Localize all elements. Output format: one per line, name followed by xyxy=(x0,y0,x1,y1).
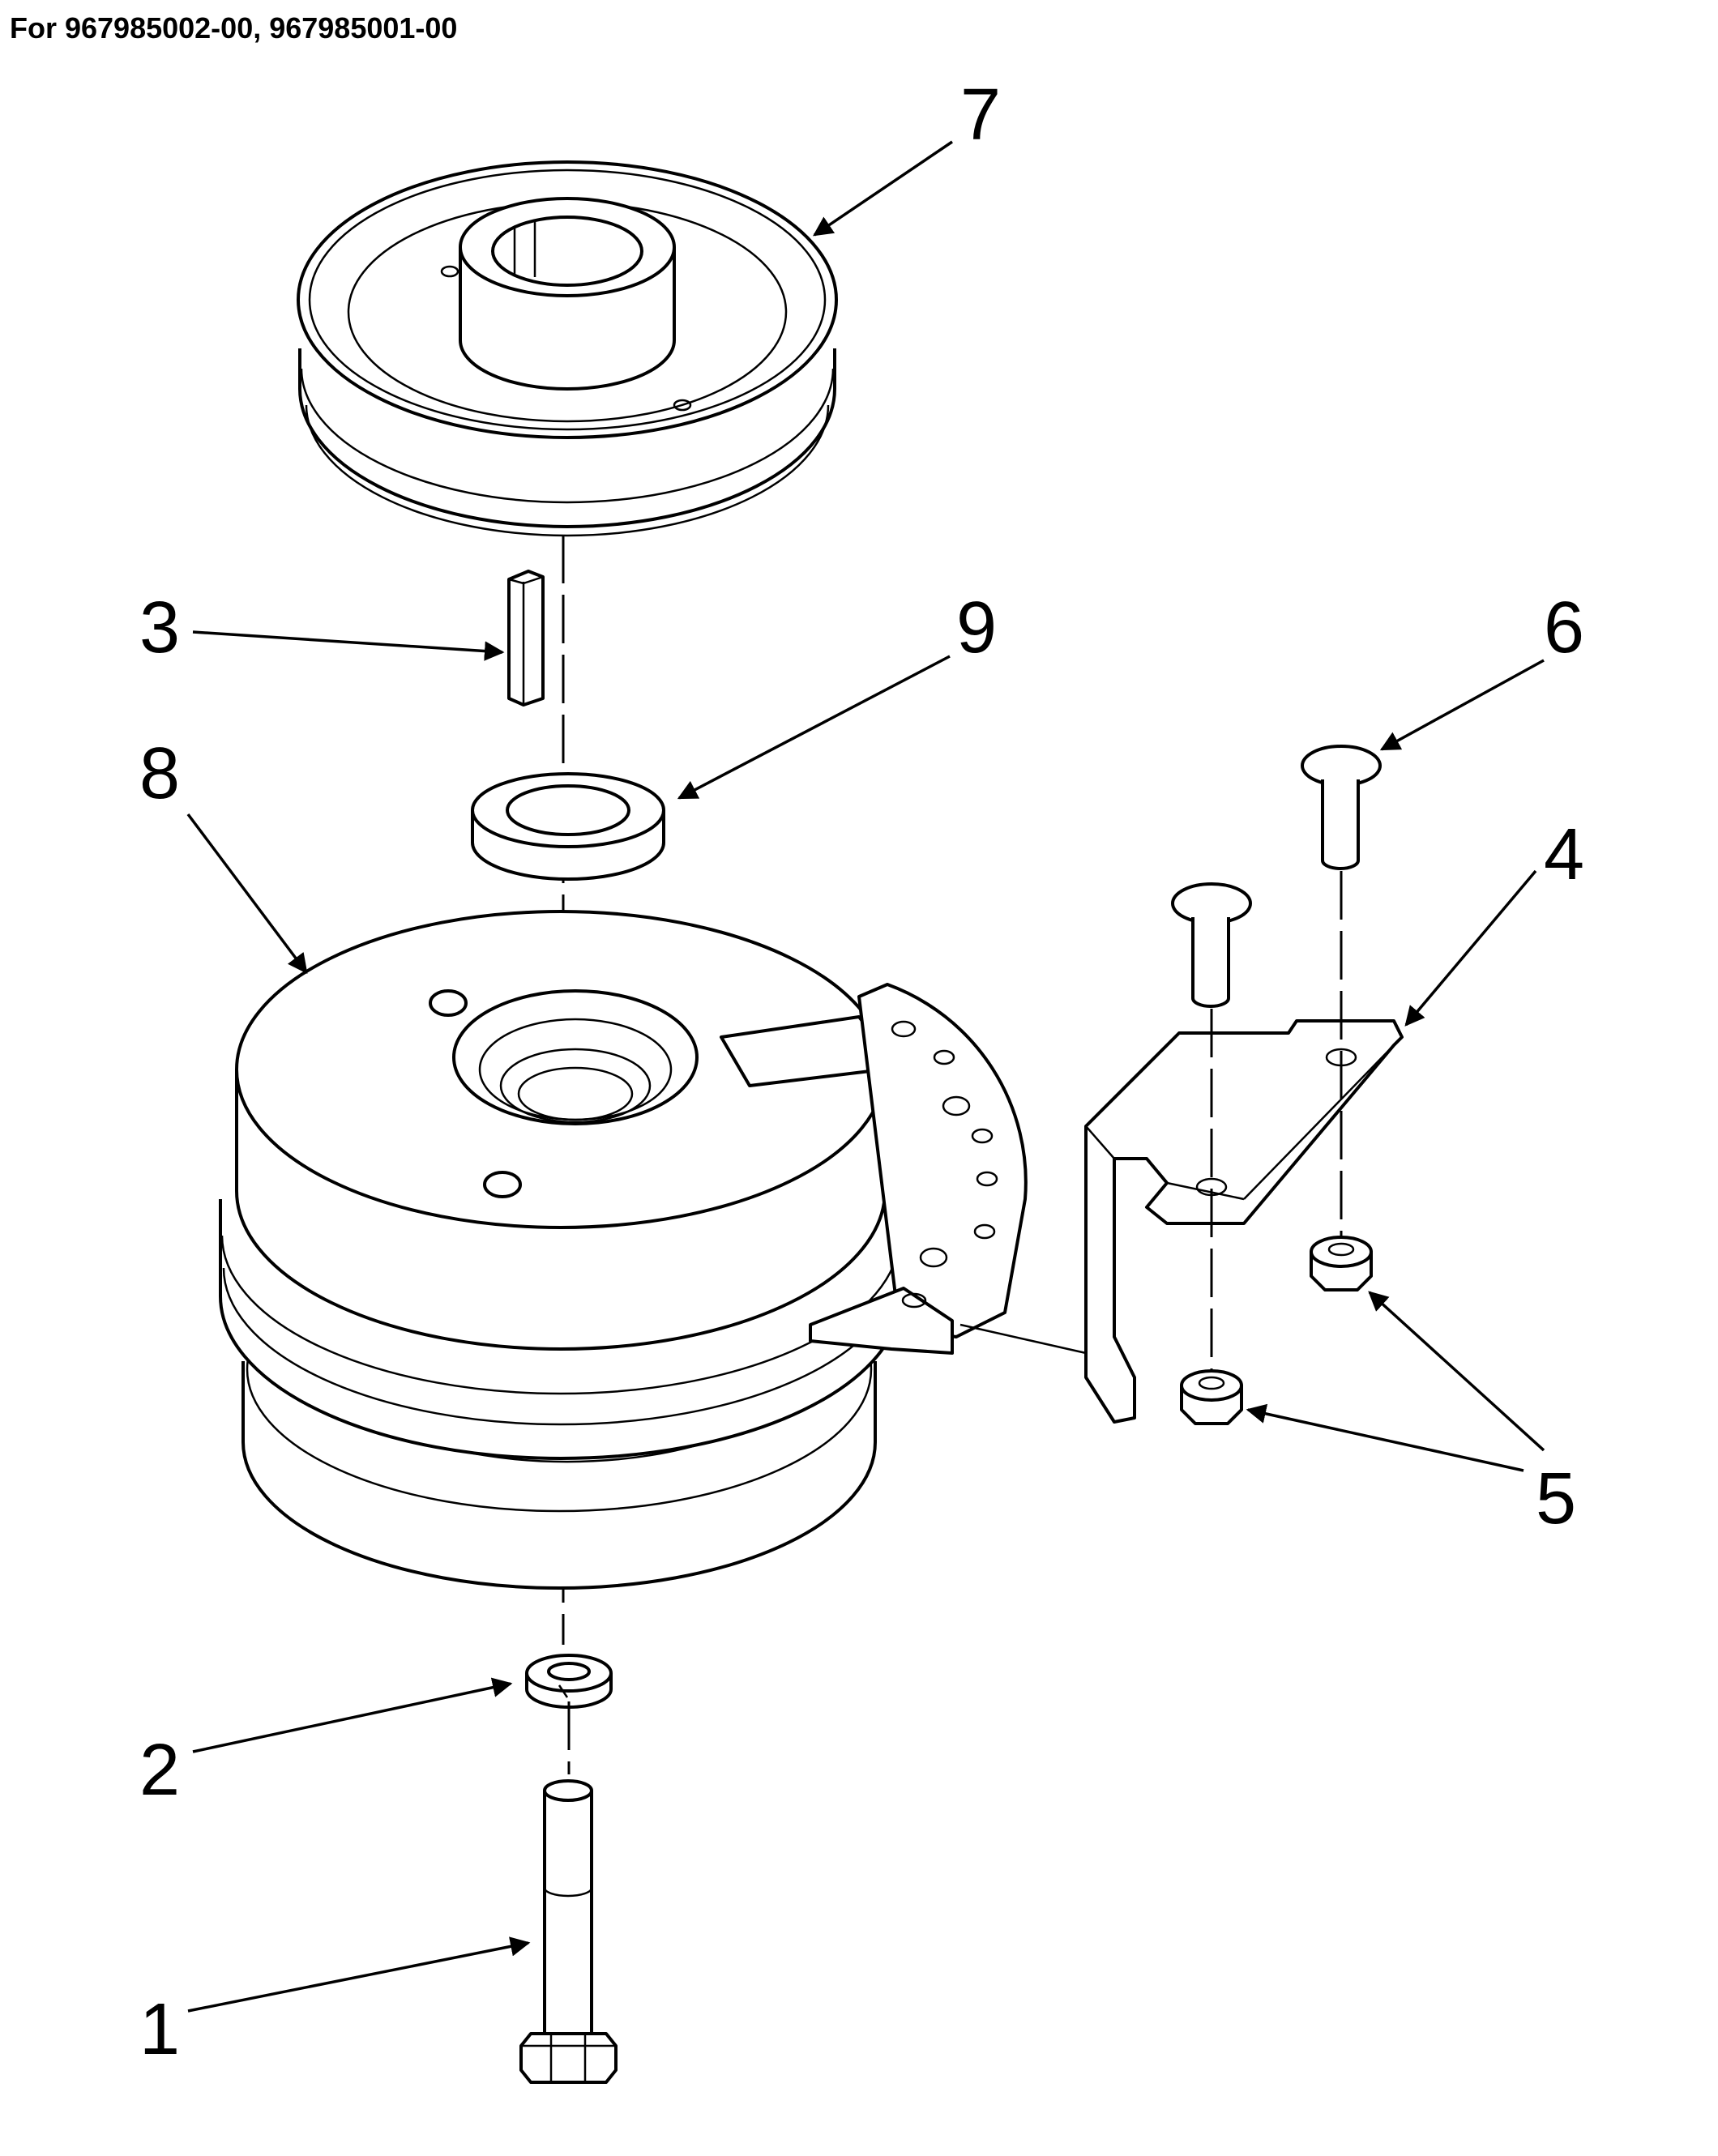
lock-washer-part-2 xyxy=(525,1654,613,1774)
callout-3: 3 xyxy=(139,587,180,668)
leader-5b xyxy=(1368,1291,1545,1452)
leader-lines xyxy=(186,140,1545,2013)
carriage-bolts-part-6 xyxy=(1171,745,1382,1369)
leader-1 xyxy=(187,1936,531,2013)
leader-7 xyxy=(812,140,953,237)
page-title: For 967985002-00, 967985001-00 xyxy=(10,11,458,45)
bracket-part-4 xyxy=(959,1019,1404,1424)
callout-9: 9 xyxy=(956,587,997,668)
callout-2: 2 xyxy=(139,1730,180,1811)
callout-1: 1 xyxy=(139,1989,180,2070)
pulley-part-7 xyxy=(297,160,838,537)
leader-6 xyxy=(1379,659,1545,751)
leader-5a xyxy=(1246,1403,1524,1472)
callout-6: 6 xyxy=(1544,587,1584,668)
callout-labels: 7 3 9 8 6 4 5 2 1 xyxy=(139,75,1584,2070)
leader-3 xyxy=(192,630,505,661)
callout-5: 5 xyxy=(1536,1458,1576,1539)
callout-4: 4 xyxy=(1544,814,1584,895)
leader-4 xyxy=(1404,869,1537,1027)
callout-7: 7 xyxy=(960,75,1001,156)
clutch-part-8 xyxy=(219,910,1028,1590)
callout-8: 8 xyxy=(139,733,180,814)
leader-8 xyxy=(186,813,308,974)
hex-bolt-part-1 xyxy=(519,1779,618,2084)
leader-2 xyxy=(192,1677,513,1753)
leader-9 xyxy=(677,655,951,800)
nuts-part-5 xyxy=(1180,1236,1373,1425)
key-part-3 xyxy=(507,570,545,707)
spacer-part-9 xyxy=(471,772,665,881)
